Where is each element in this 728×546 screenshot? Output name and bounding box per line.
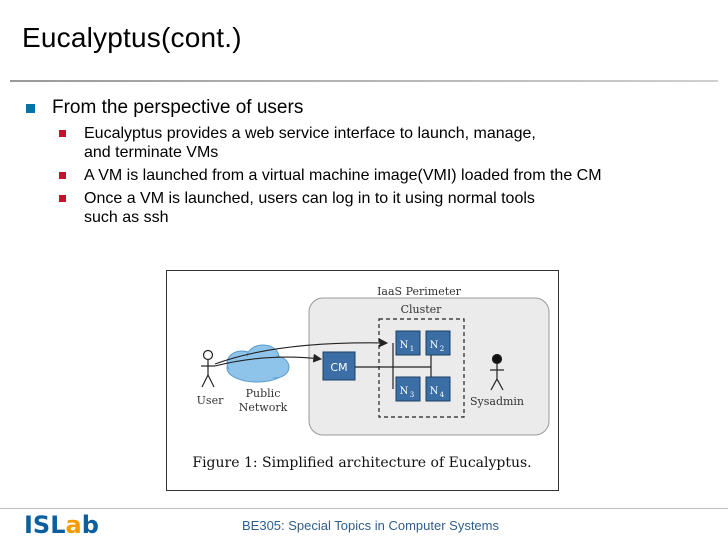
bullet-list: From the perspective of users Eucalyptus… bbox=[22, 96, 722, 227]
user-stick-figure-icon bbox=[201, 349, 215, 388]
sub-bullet-text-line: and terminate VMs bbox=[84, 144, 219, 161]
sub-bullet-text-line: Once a VM is launched, users can log in … bbox=[84, 190, 535, 207]
sub-bullet-square-icon bbox=[59, 172, 66, 179]
user-to-cm-arrow bbox=[214, 353, 323, 367]
sub-bullet: A VM is launched from a virtual machine … bbox=[22, 166, 722, 185]
cm-node bbox=[322, 351, 356, 381]
network-label-line1: Public bbox=[246, 387, 281, 400]
sub-bullet-text-line: such as ssh bbox=[84, 209, 169, 226]
architecture-diagram: IaaS Perimeter Cluster CM N 1 N 2 bbox=[192, 285, 550, 471]
node-n4: N 4 bbox=[425, 376, 451, 402]
perimeter-label: IaaS Perimeter bbox=[377, 285, 462, 298]
sub-bullet-text-line: Eucalyptus provides a web service interf… bbox=[84, 125, 536, 142]
node-n3: N 3 bbox=[395, 376, 421, 402]
sub-bullet-square-icon bbox=[59, 195, 66, 202]
cm-label: CM bbox=[330, 361, 347, 374]
title-divider bbox=[10, 80, 718, 82]
public-network-cloud-icon bbox=[226, 344, 290, 383]
slide-title: Eucalyptus(cont.) bbox=[22, 22, 242, 53]
network-label-line2: Network bbox=[239, 401, 288, 414]
cluster-label: Cluster bbox=[401, 303, 443, 316]
node-label: N bbox=[430, 386, 439, 397]
sub-bullet-square-icon bbox=[59, 130, 66, 137]
node-sub: 4 bbox=[440, 391, 445, 399]
sub-bullet: Eucalyptus provides a web service interf… bbox=[22, 124, 722, 162]
node-label: N bbox=[400, 340, 409, 351]
node-sub: 2 bbox=[440, 345, 444, 353]
user-label: User bbox=[197, 394, 224, 407]
node-label: N bbox=[430, 340, 439, 351]
sub-bullet-text-line: A VM is launched from a virtual machine … bbox=[84, 167, 602, 184]
sysadmin-label: Sysadmin bbox=[470, 395, 524, 408]
bullet-square-icon bbox=[26, 104, 35, 113]
architecture-figure: IaaS Perimeter Cluster CM N 1 N 2 bbox=[166, 270, 559, 491]
footer-divider bbox=[0, 508, 728, 509]
bullet-main-text: From the perspective of users bbox=[52, 97, 304, 118]
user-to-cluster-arrow bbox=[214, 338, 389, 365]
sysadmin-stick-figure-icon bbox=[490, 353, 504, 391]
cluster-box bbox=[378, 318, 465, 418]
node-sub: 3 bbox=[410, 391, 414, 399]
bullet-main: From the perspective of users bbox=[22, 96, 722, 120]
node-n2: N 2 bbox=[425, 330, 451, 356]
figure-caption: Figure 1: Simplified architecture of Euc… bbox=[192, 455, 531, 471]
footer-course-title: BE305: Special Topics in Computer System… bbox=[242, 518, 499, 533]
sub-bullet: Once a VM is launched, users can log in … bbox=[22, 189, 722, 227]
node-label: N bbox=[400, 386, 409, 397]
node-sub: 1 bbox=[410, 345, 414, 353]
node-n1: N 1 bbox=[395, 330, 421, 356]
